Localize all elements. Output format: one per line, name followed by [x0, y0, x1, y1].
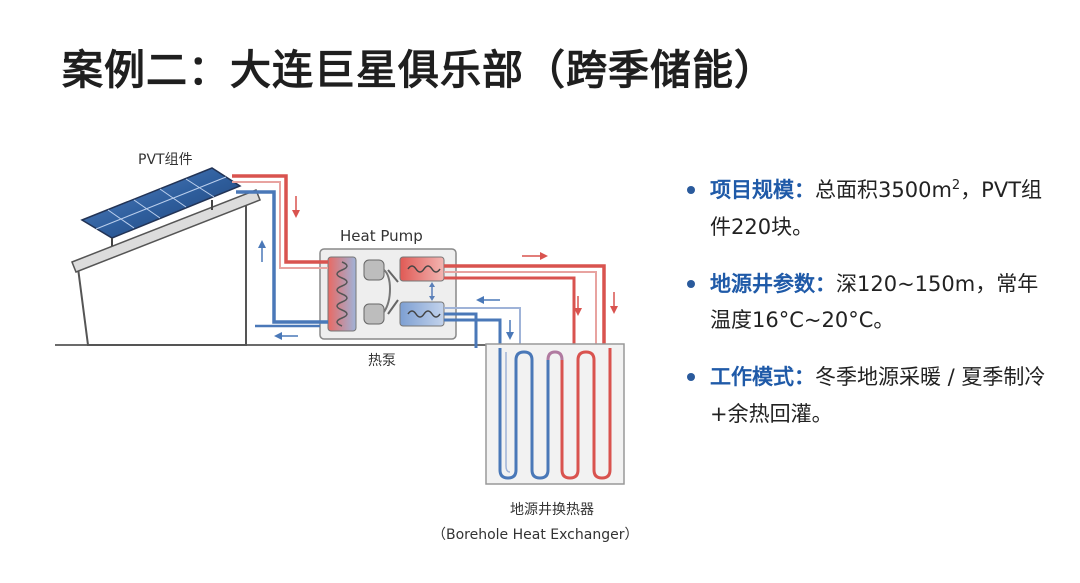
bullet-list: 项目规模：总面积3500m2，PVT组件220块。 地源井参数：深120~150… — [686, 172, 1056, 453]
hot-pipe-to-borehole — [444, 264, 606, 348]
borehole-label-en: （Borehole Heat Exchanger） — [432, 527, 638, 543]
cold-pipe-pvt-return — [236, 190, 328, 324]
pvt-label: PVT组件 — [138, 152, 193, 168]
bullet-text-part: 冬季地源采暖 / 夏季制冷+余热回灌。 — [710, 365, 1046, 426]
bullet-text-part: 总面积3500m — [815, 178, 952, 202]
bullet-borehole-params: 地源井参数：深120~150m，常年温度16°C~20°C。 — [686, 266, 1056, 340]
bullet-working-mode: 工作模式：冬季地源采暖 / 夏季制冷+余热回灌。 — [686, 359, 1056, 433]
flow-arrows — [258, 196, 618, 340]
bullet-text: 总面积3500m2，PVT组件220块。 — [710, 178, 1042, 239]
bullet-text-part: 深120~150m，常年温度16°C~20°C。 — [710, 271, 1039, 333]
bullet-superscript: 2 — [951, 178, 961, 193]
cold-pipe-to-borehole — [444, 312, 478, 348]
heat-pump-label-en: Heat Pump — [340, 227, 423, 245]
bullet-text: 深120~150m，常年温度16°C~20°C。 — [710, 272, 1038, 333]
heat-pump-unit — [319, 248, 457, 340]
bullet-label: 工作模式： — [710, 365, 815, 389]
bullet-label: 地源井参数： — [710, 271, 836, 296]
bullet-text-part: ，PVT组件220块。 — [710, 178, 1043, 239]
borehole-label-cn: 地源井换热器 — [510, 501, 594, 518]
building — [71, 189, 261, 346]
heat-pump-label-cn: 热泵 — [368, 353, 396, 369]
pvt-panel — [80, 167, 242, 246]
bullet-project-scale: 项目规模：总面积3500m2，PVT组件220块。 — [686, 172, 1056, 246]
hot-pipe-pvt-supply — [232, 174, 328, 264]
borehole-heat-exchanger — [485, 343, 625, 485]
bullet-label: 项目规模： — [710, 178, 815, 202]
page-title: 案例二：大连巨星俱乐部（跨季储能） — [62, 46, 776, 94]
bullet-text: 冬季地源采暖 / 夏季制冷+余热回灌。 — [710, 365, 1045, 426]
